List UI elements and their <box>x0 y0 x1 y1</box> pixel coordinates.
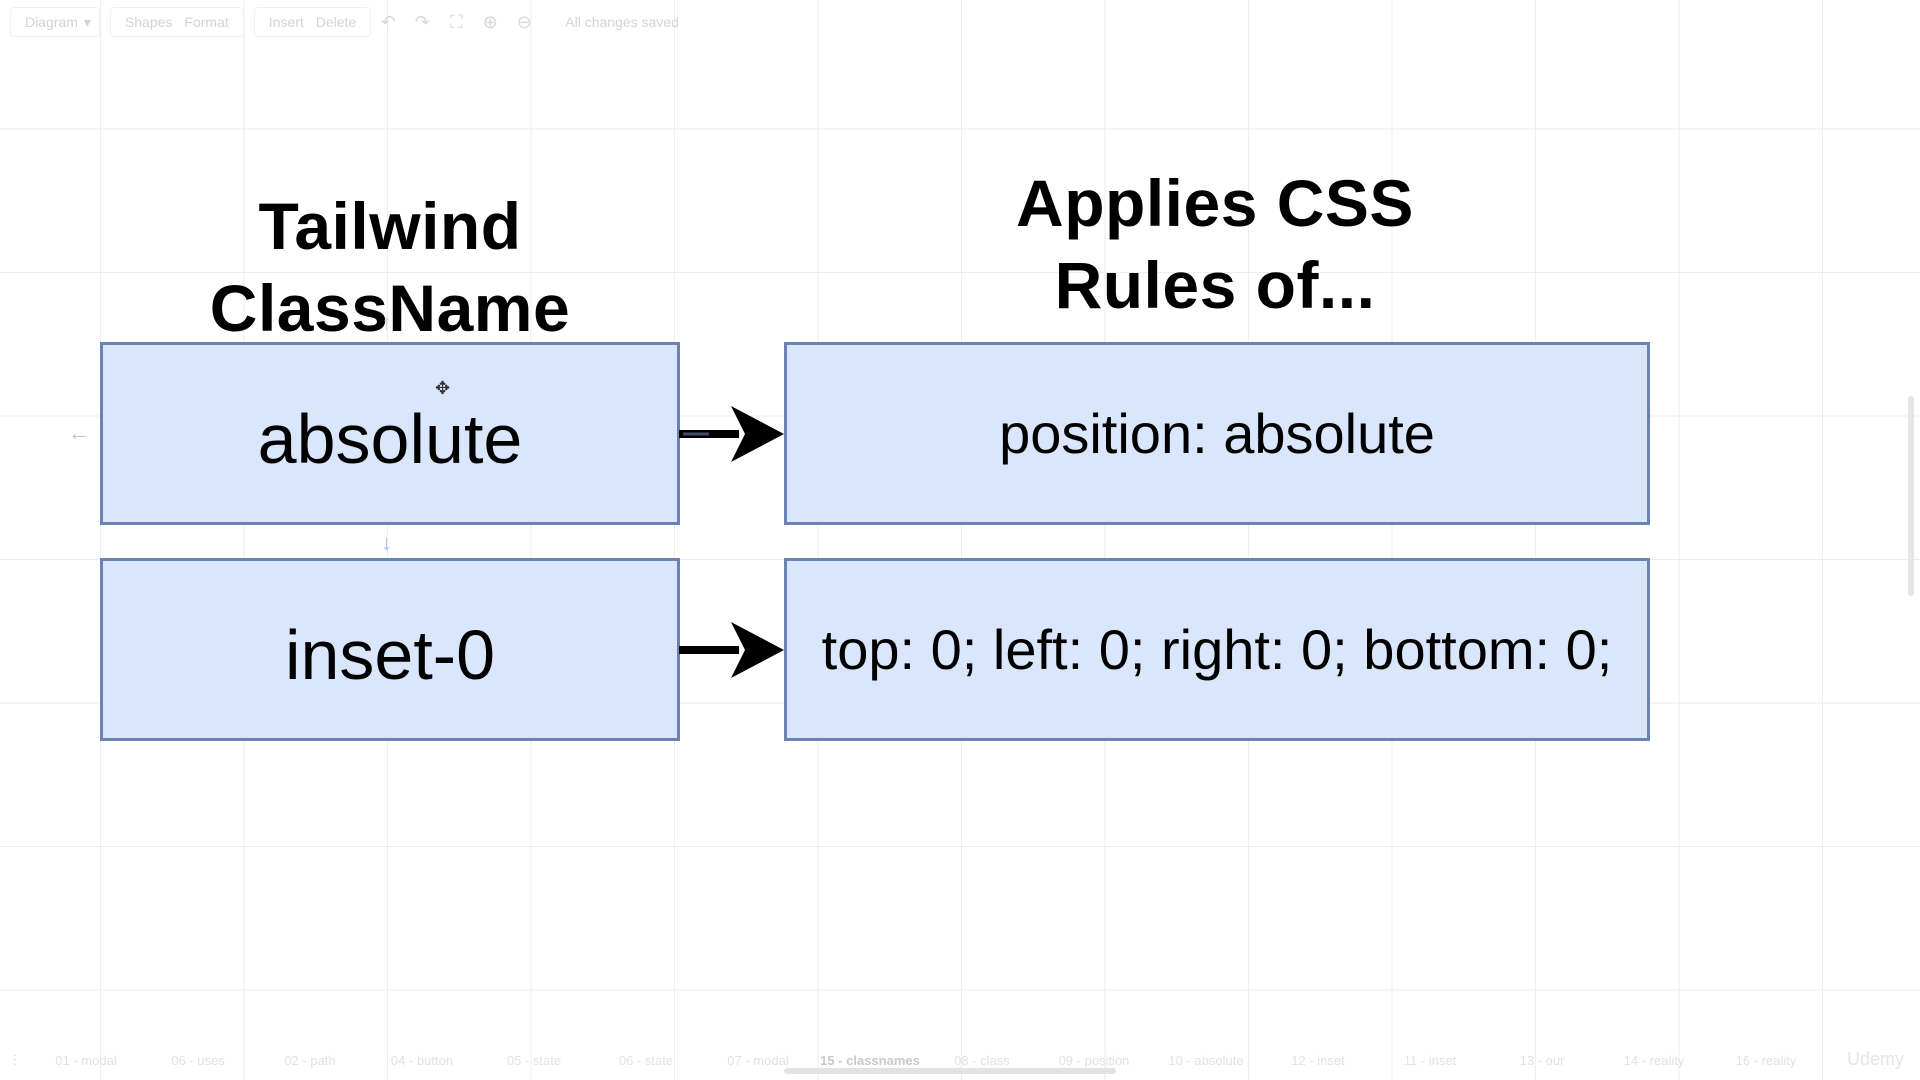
zoom-in-icon[interactable]: ⊕ <box>482 11 498 32</box>
connector-arrow[interactable] <box>679 404 787 464</box>
page-tab[interactable]: 01 - modal <box>55 1052 117 1068</box>
page-tab[interactable]: 07 - modal <box>727 1052 789 1068</box>
diagram-menu[interactable]: Diagram ▾ <box>10 7 100 37</box>
page-tab[interactable]: 12 - inset <box>1291 1052 1345 1068</box>
heading-line: ClassName <box>209 271 571 345</box>
page-tabs-bar: ⋮ 01 - modal 06 - uses 02 - path 04 - bu… <box>0 1040 1920 1080</box>
page-tab[interactable]: 14 - reality <box>1623 1052 1685 1068</box>
redo-icon[interactable]: ↷ <box>414 11 430 32</box>
undo-icon[interactable]: ↶ <box>380 11 396 32</box>
pages-menu-icon[interactable]: ⋮ <box>8 1052 22 1067</box>
box-label: position: absolute <box>999 402 1435 465</box>
connect-down-arrow-icon[interactable]: ↓ <box>381 530 392 555</box>
edit-group: Insert Delete <box>253 7 372 37</box>
classname-box-inset[interactable]: inset-0 <box>100 558 680 741</box>
heading-line: Applies CSS <box>1016 166 1414 240</box>
page-tab[interactable]: 09 - position <box>1058 1052 1130 1068</box>
zoom-out-icon[interactable]: ⊖ <box>516 11 532 32</box>
box-label: absolute <box>257 399 523 478</box>
delete-button[interactable]: Delete <box>315 14 357 30</box>
page-tab[interactable]: 06 - state <box>618 1052 674 1068</box>
connect-left-arrow-icon[interactable]: ← <box>68 420 90 445</box>
page-tab[interactable]: 04 - button <box>390 1052 454 1068</box>
page-tab[interactable]: 16 - reality <box>1735 1052 1797 1068</box>
page-tab[interactable]: 10 - absolute <box>1168 1052 1244 1068</box>
heading-applies-css[interactable]: Applies CSS Rules of... <box>950 162 1480 326</box>
insert-button[interactable]: Insert <box>268 14 304 30</box>
panel-toggles: Shapes Format <box>109 7 244 37</box>
chevron-down-icon: ▾ <box>83 13 91 30</box>
page-tab[interactable]: 05 - state <box>506 1052 562 1068</box>
connector-arrow[interactable] <box>679 620 787 680</box>
box-label: top: 0; left: 0; right: 0; bottom: 0; <box>821 618 1613 681</box>
toolbar: Diagram ▾ Shapes Format Insert Delete ↶ … <box>0 0 760 44</box>
page-tab[interactable]: 08 - class <box>954 1052 1010 1068</box>
css-box-inset[interactable]: top: 0; left: 0; right: 0; bottom: 0; <box>784 558 1650 741</box>
format-button[interactable]: Format <box>184 14 229 30</box>
page-tab[interactable]: 13 - our <box>1519 1052 1565 1068</box>
page-tab[interactable]: 02 - path <box>284 1052 336 1068</box>
fullscreen-icon[interactable]: ⛶ <box>449 11 463 32</box>
move-cursor-icon: ✥ <box>435 378 451 398</box>
heading-line: Rules of... <box>1054 248 1376 322</box>
save-status: All changes saved <box>565 14 679 30</box>
classname-box-absolute[interactable]: absolute <box>100 342 680 525</box>
diagram-menu-label: Diagram <box>25 14 78 30</box>
udemy-watermark: Udemy <box>1846 1049 1904 1069</box>
vertical-scrollbar[interactable] <box>1908 396 1914 596</box>
shapes-button[interactable]: Shapes <box>124 14 173 30</box>
horizontal-scrollbar[interactable] <box>784 1068 1116 1074</box>
page-tab-active[interactable]: 15 - classnames <box>820 1052 920 1068</box>
connect-up-arrow-icon[interactable]: ↑ <box>381 310 392 335</box>
page-tab[interactable]: 11 - inset <box>1403 1052 1457 1068</box>
heading-line: Tailwind <box>258 189 522 263</box>
box-label: inset-0 <box>284 615 496 694</box>
page-tab[interactable]: 06 - uses <box>171 1052 225 1068</box>
css-box-position[interactable]: position: absolute <box>784 342 1650 525</box>
heading-tailwind-classname[interactable]: Tailwind ClassName <box>190 185 590 349</box>
